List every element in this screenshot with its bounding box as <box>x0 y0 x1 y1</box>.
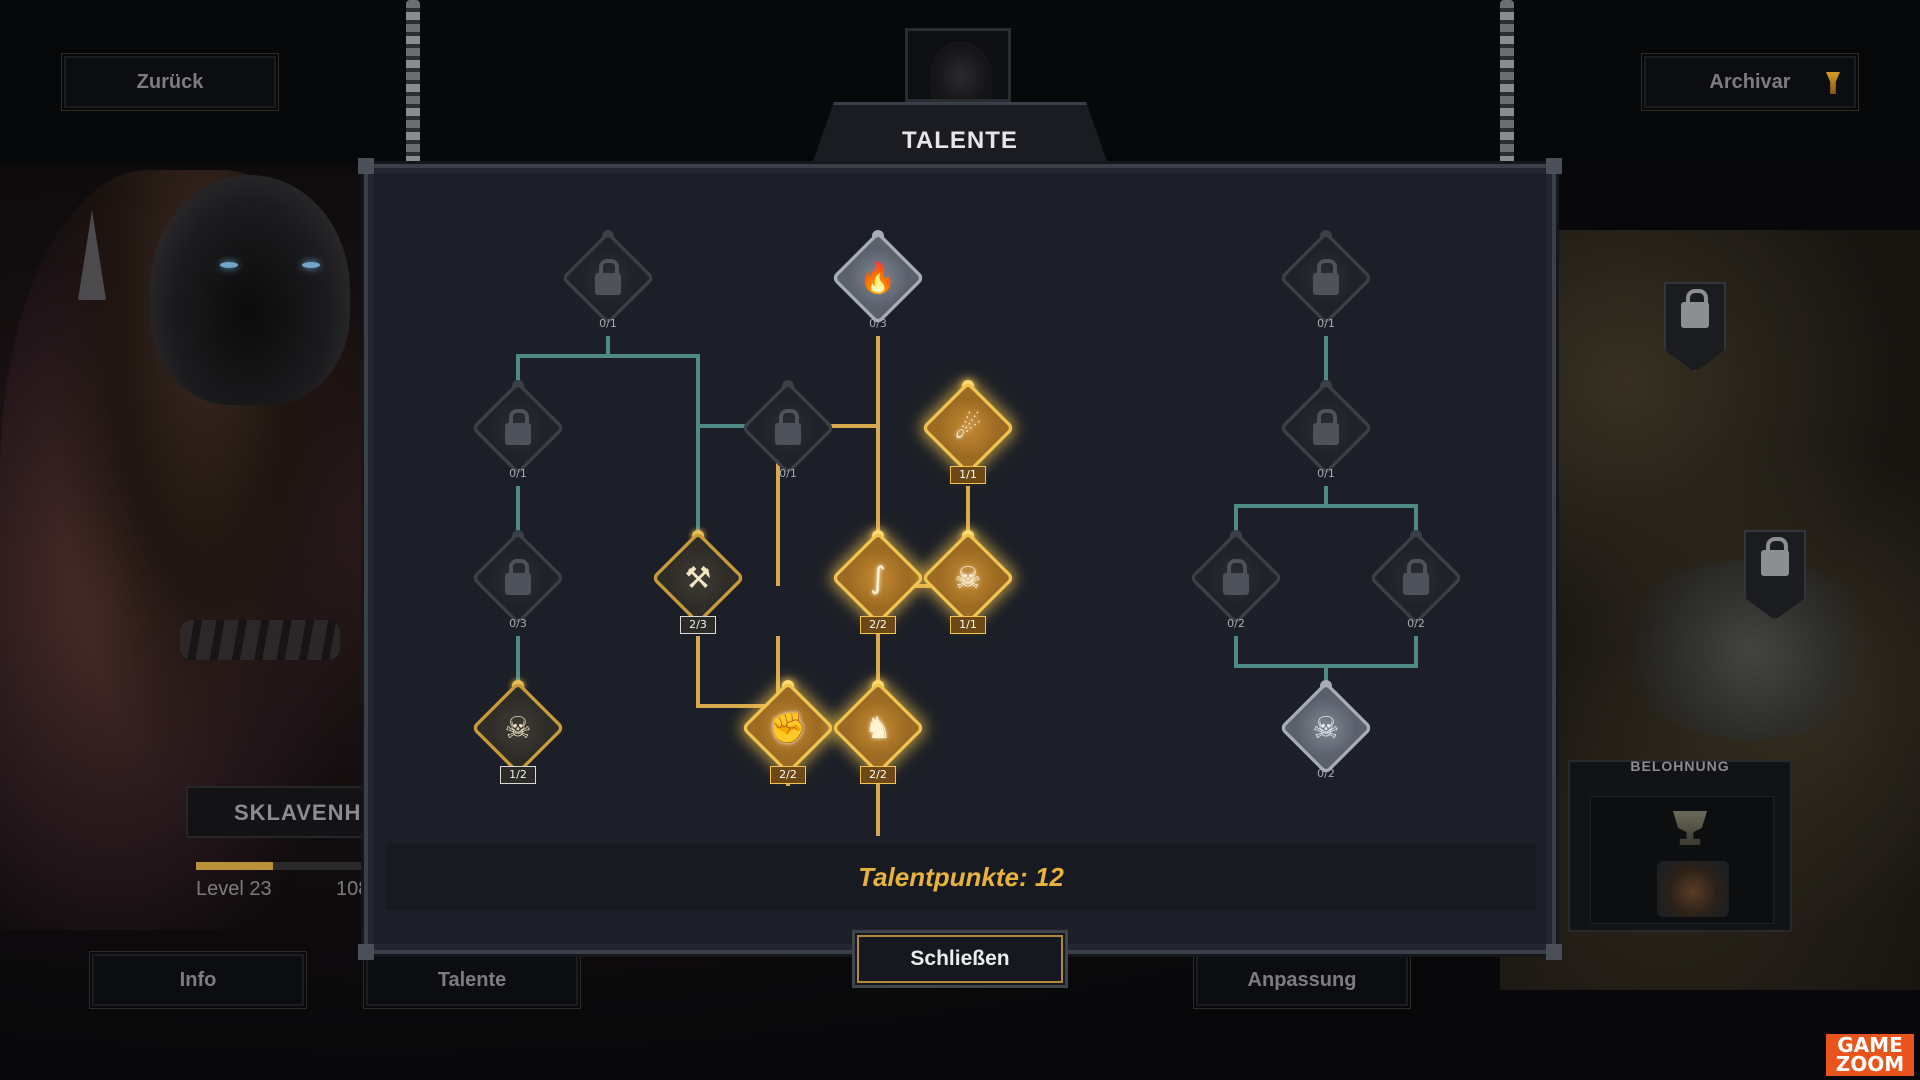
lock-icon <box>1306 258 1346 298</box>
character-chain <box>180 620 340 660</box>
back-button[interactable]: Zurück <box>61 53 279 111</box>
reward-image <box>1657 861 1729 917</box>
lock-icon <box>1306 408 1346 448</box>
character-hood <box>150 175 350 405</box>
modal-corner <box>1546 944 1562 960</box>
talent-modal: 0/1 🔥 0/3 0/1 0/1 0/1 ☄ 1/1 0/1 0/3 ⚒ 2/3 ∫ 2/2 ☠ 1/1 0/… <box>358 158 1562 960</box>
talent-link <box>608 354 700 586</box>
skull-weapons-icon: ☠ <box>954 560 982 596</box>
talent-points-bar: Talentpunkte: 12 <box>386 844 1536 910</box>
beast-roar-icon: ☄ <box>954 410 982 446</box>
logo-line-2: ZOOM <box>1835 1052 1905 1076</box>
lock-icon <box>1396 558 1436 598</box>
tab-customize[interactable]: Anpassung <box>1193 951 1411 1009</box>
talent-rank: 0/1 <box>509 467 527 480</box>
talent-node[interactable]: ∫ 2/2 <box>828 530 928 644</box>
character-name: SKLAVENHA <box>186 786 366 838</box>
talent-rank: 0/1 <box>1317 317 1335 330</box>
talent-link <box>1326 636 1418 668</box>
talent-node[interactable]: ✊ 2/2 <box>738 680 838 794</box>
character-eye <box>302 262 320 268</box>
talent-rank: 1/2 <box>500 766 536 784</box>
talent-node[interactable]: ⚒ 2/3 <box>648 530 748 644</box>
talent-rank: 2/2 <box>860 616 896 634</box>
hero-portrait <box>905 28 1011 102</box>
modal-title: TALENTE <box>810 102 1110 170</box>
tab-talents[interactable]: Talente <box>363 951 581 1009</box>
lock-icon <box>498 558 538 598</box>
talent-node[interactable]: 🔥 0/3 <box>828 230 928 344</box>
talent-rank: 2/3 <box>680 616 716 634</box>
modal-corner <box>1546 158 1562 174</box>
lock-icon <box>588 258 628 298</box>
talent-rank: 0/1 <box>779 467 797 480</box>
fire-whip-icon: 🔥 <box>859 260 897 296</box>
lock-icon <box>498 408 538 448</box>
wolf-head-icon: ♞ <box>864 710 892 746</box>
hanging-chain-right <box>1500 0 1514 164</box>
talent-tree: 0/1 🔥 0/3 0/1 0/1 0/1 ☄ 1/1 0/1 0/3 ⚒ 2/3 ∫ 2/2 ☠ 1/1 0/… <box>386 186 1536 846</box>
talent-rank: 0/1 <box>1317 467 1335 480</box>
skull-icon: ☠ <box>504 710 532 746</box>
fist-icon: ✊ <box>769 710 807 746</box>
talent-rank: 1/1 <box>950 616 986 634</box>
talent-node[interactable]: 0/1 <box>558 230 658 344</box>
talent-node[interactable]: ♞ 2/2 <box>828 680 928 794</box>
talent-rank: 0/3 <box>869 317 887 330</box>
trophy-icon <box>1673 811 1707 845</box>
xp-bar-fill <box>196 862 273 870</box>
talent-node[interactable]: ☠ 1/1 <box>918 530 1018 644</box>
talent-node[interactable]: 0/1 <box>738 380 838 494</box>
whip-icon: ∫ <box>870 560 886 596</box>
archive-button-label: Archivar <box>1709 70 1791 93</box>
talent-rank: 2/2 <box>860 766 896 784</box>
talent-node[interactable]: 0/2 <box>1366 530 1466 644</box>
fire-skull-icon: ☠ <box>1312 710 1340 746</box>
xp-bar <box>196 862 366 870</box>
xp-label: 108 <box>336 878 366 900</box>
talent-node[interactable]: ☠ 1/2 <box>468 680 568 794</box>
talent-node[interactable]: 0/1 <box>468 380 568 494</box>
talent-rank: 0/2 <box>1227 617 1245 630</box>
lock-icon <box>768 408 808 448</box>
talent-rank: 0/2 <box>1317 767 1335 780</box>
reward-title: BELOHNUNG <box>1630 758 1730 774</box>
lock-icon <box>1216 558 1256 598</box>
map-lock-icon[interactable] <box>1744 530 1806 620</box>
character-eye <box>220 262 238 268</box>
logo-line-1: GAME <box>1837 1033 1903 1057</box>
talent-node[interactable]: 0/1 <box>1276 380 1376 494</box>
talent-node[interactable]: 0/2 <box>1186 530 1286 644</box>
hanging-chain-left <box>406 0 420 164</box>
close-button[interactable]: Schließen <box>852 930 1068 988</box>
tab-info[interactable]: Info <box>89 951 307 1009</box>
gamezoom-logo: GAME ZOOM <box>1826 1034 1914 1076</box>
talent-points-label: Talentpunkte: 12 <box>858 861 1064 892</box>
reward-panel: BELOHNUNG <box>1568 758 1792 932</box>
talent-rank: 0/3 <box>509 617 527 630</box>
talent-rank: 1/1 <box>950 466 986 484</box>
level-label: Level 23 <box>196 878 272 900</box>
modal-corner <box>358 944 374 960</box>
modal-corner <box>358 158 374 174</box>
talent-node[interactable]: 0/1 <box>1276 230 1376 344</box>
talent-rank: 2/2 <box>770 766 806 784</box>
talent-rank: 0/1 <box>599 317 617 330</box>
talent-node[interactable]: ☄ 1/1 <box>918 380 1018 494</box>
axe-icon: ⚒ <box>684 560 712 596</box>
shoulder-spike <box>78 210 106 300</box>
map-lock-icon[interactable] <box>1664 282 1726 372</box>
archive-button[interactable]: Archivar <box>1641 53 1859 111</box>
reward-slot[interactable] <box>1590 796 1774 924</box>
talent-node[interactable]: ☠ 0/2 <box>1276 680 1376 794</box>
torch-icon <box>1826 72 1840 94</box>
talent-rank: 0/2 <box>1407 617 1425 630</box>
talent-node[interactable]: 0/3 <box>468 530 568 644</box>
